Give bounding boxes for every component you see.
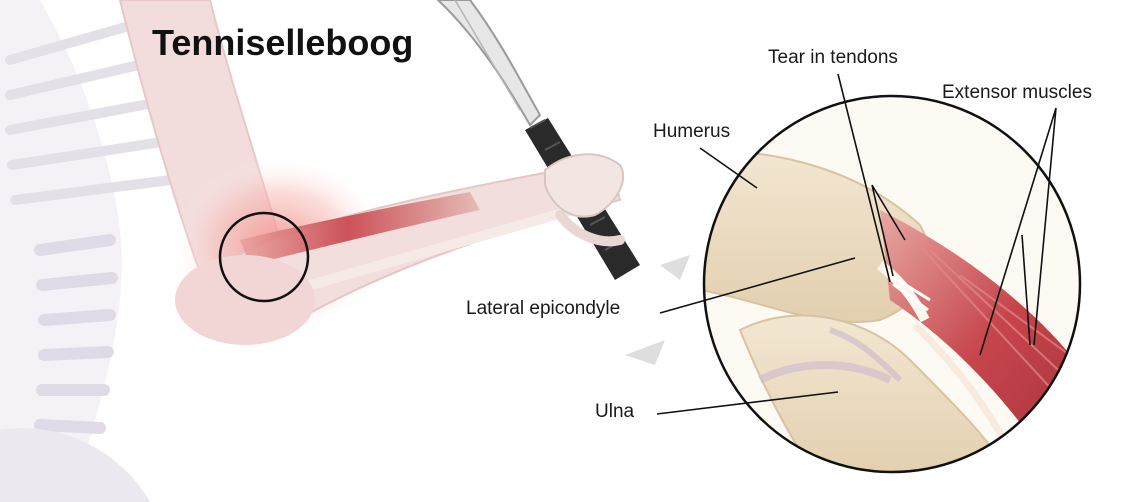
elbow (175, 255, 315, 345)
connector-smudge (660, 255, 690, 280)
label-ulna: Ulna (595, 401, 634, 423)
label-tear-in-tendons: Tear in tendons (768, 47, 898, 69)
diagram-title: Tenniselleboog (152, 22, 413, 64)
label-lateral-epicondyle: Lateral epicondyle (466, 298, 620, 320)
label-humerus: Humerus (653, 121, 730, 143)
connector-smudge (625, 340, 665, 365)
label-extensor-muscles: Extensor muscles (942, 82, 1092, 104)
